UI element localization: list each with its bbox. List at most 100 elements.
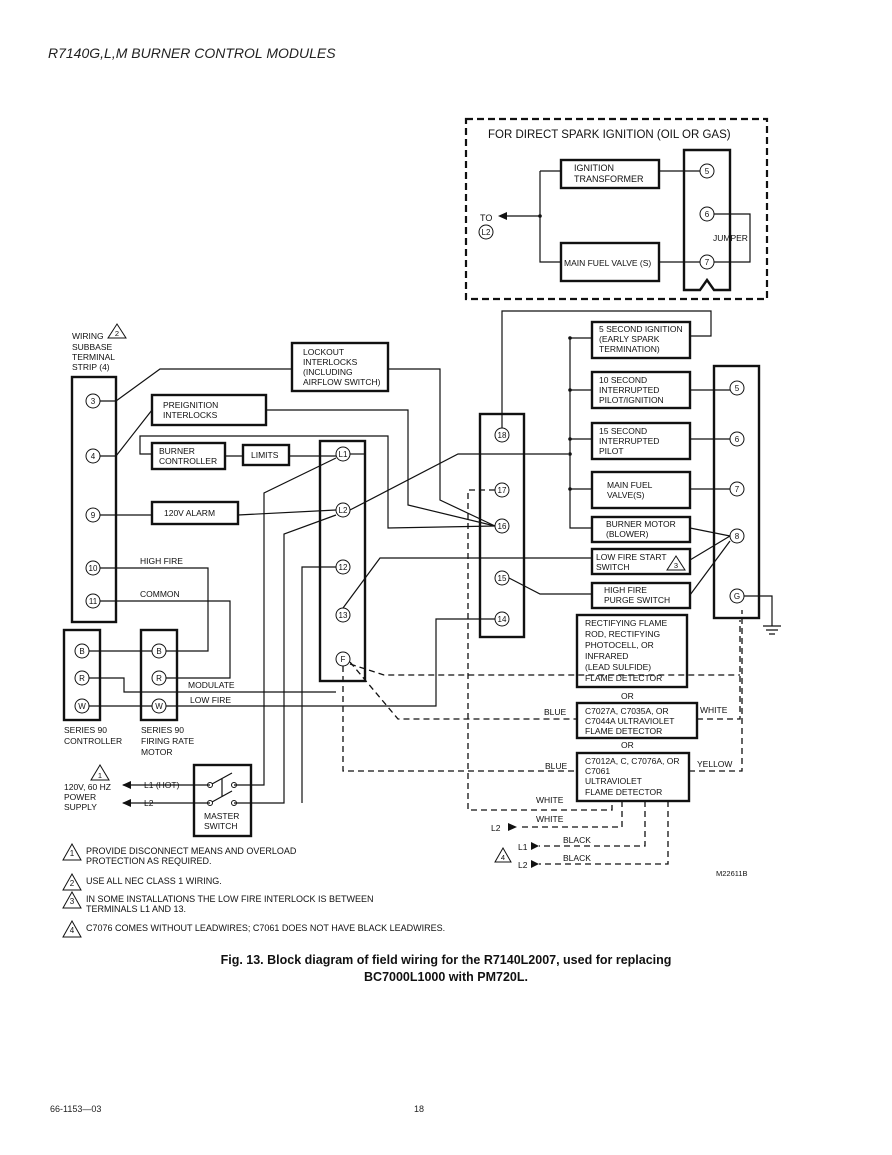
series-90: B R W B R W SERIES 90 CONTROLLER SERIES … <box>62 628 235 757</box>
modulate-label: MODULATE <box>188 680 235 690</box>
svg-text:TERMINATION): TERMINATION) <box>599 344 660 354</box>
mid-terminal-strip: L1 L2 12 13 F <box>318 439 367 683</box>
svg-text:PILOT/IGNITION: PILOT/IGNITION <box>599 395 664 405</box>
mid-term-13: 13 <box>339 611 348 620</box>
svg-text:B: B <box>79 647 84 656</box>
page-header: R7140G,L,M BURNER CONTROL MODULES <box>48 45 336 61</box>
svg-text:B: B <box>156 647 161 656</box>
drawing-id: M22611B <box>716 869 748 878</box>
mid-term-12: 12 <box>339 563 348 572</box>
svg-text:PURGE SWITCH: PURGE SWITCH <box>604 595 670 605</box>
svg-text:(EARLY SPARK: (EARLY SPARK <box>599 334 660 344</box>
left-boxes: LOCKOUT INTERLOCKS (INCLUDING AIRFLOW SW… <box>140 341 390 599</box>
svg-text:SERIES 90: SERIES 90 <box>64 725 107 735</box>
svg-text:FLAME DETECTOR: FLAME DETECTOR <box>585 673 662 683</box>
svg-text:(BLOWER): (BLOWER) <box>606 529 649 539</box>
right-term-6: 6 <box>735 435 740 444</box>
rectifying-detector-box <box>575 613 689 689</box>
spark-ignition-box: FOR DIRECT SPARK IGNITION (OIL OR GAS) I… <box>464 117 769 301</box>
svg-text:ROD, RECTIFYING: ROD, RECTIFYING <box>585 629 660 639</box>
svg-text:MASTER: MASTER <box>204 811 239 821</box>
ignition-transformer-line2: TRANSFORMER <box>574 174 644 184</box>
c7027-detector-box <box>575 701 699 740</box>
mid-term-f: F <box>341 655 346 664</box>
low-fire-wire-label: LOW FIRE <box>190 695 231 705</box>
svg-text:MOTOR: MOTOR <box>141 747 172 757</box>
black-label-1: BLACK <box>563 835 591 845</box>
svg-text:15 SECOND: 15 SECOND <box>599 426 647 436</box>
svg-text:C7012A, C, C7076A, OR: C7012A, C, C7076A, OR <box>585 756 680 766</box>
dashed-wiring <box>342 489 743 865</box>
master-switch-box <box>192 763 253 838</box>
right-term-7: 7 <box>735 485 740 494</box>
svg-text:LIMITS: LIMITS <box>251 450 279 460</box>
ignition-transformer-line1: IGNITION <box>574 163 614 173</box>
det-l2-label-1: L2 <box>491 823 501 833</box>
power-note-ref: 1 <box>98 771 102 780</box>
detector-note-ref: 4 <box>501 853 505 862</box>
spark-l2-label: L2 <box>482 228 491 237</box>
mid-term-l2: L2 <box>339 506 348 515</box>
svg-text:BURNER: BURNER <box>159 446 195 456</box>
svg-text:PILOT: PILOT <box>599 446 624 456</box>
or-label-1: OR <box>621 691 634 701</box>
subbase-label-1: WIRING <box>72 331 104 341</box>
wiring-subbase: WIRING SUBBASE TERMINAL STRIP (4) 2 3 4 … <box>70 323 127 624</box>
blue-label-1: BLUE <box>544 707 567 717</box>
subbase-term-10: 10 <box>89 564 98 573</box>
svg-text:R: R <box>156 674 162 683</box>
white-label-3: WHITE <box>536 814 564 824</box>
svg-text:R: R <box>79 674 85 683</box>
right-term-5: 5 <box>735 384 740 393</box>
or-label-2: OR <box>621 740 634 750</box>
subbase-label-2: SUBBASE <box>72 342 112 352</box>
subbase-term-4: 4 <box>91 452 96 461</box>
svg-text:LOCKOUT: LOCKOUT <box>303 347 344 357</box>
svg-text:SUPPLY: SUPPLY <box>64 802 97 812</box>
figure-caption: Fig. 13. Block diagram of field wiring f… <box>220 953 672 984</box>
center-term-16: 16 <box>498 522 507 531</box>
svg-text:FLAME DETECTOR: FLAME DETECTOR <box>585 726 662 736</box>
svg-text:INTERRUPTED: INTERRUPTED <box>599 385 659 395</box>
svg-text:FIRING RATE: FIRING RATE <box>141 736 195 746</box>
svg-text:INTERLOCKS: INTERLOCKS <box>163 410 218 420</box>
subbase-label-3: TERMINAL <box>72 352 115 362</box>
spark-to-label: TO <box>480 213 492 223</box>
black-label-2: BLACK <box>563 853 591 863</box>
high-fire-label: HIGH FIRE <box>140 556 183 566</box>
subbase-term-9: 9 <box>91 511 96 520</box>
svg-text:C7027A, C7035A, OR: C7027A, C7035A, OR <box>585 706 669 716</box>
flame-detectors: RECTIFYING FLAME ROD, RECTIFYING PHOTOCE… <box>491 613 732 870</box>
svg-text:ULTRAVIOLET: ULTRAVIOLET <box>585 776 642 786</box>
subbase-strip <box>70 375 118 624</box>
subbase-note-ref: 2 <box>115 329 119 338</box>
svg-text:FLAME DETECTOR: FLAME DETECTOR <box>585 787 662 797</box>
svg-text:SWITCH: SWITCH <box>596 562 630 572</box>
center-terminal-strip: 18 17 16 15 14 <box>478 412 526 639</box>
lockout-interlocks-box <box>290 341 390 393</box>
footer-page-number: 18 <box>414 1104 425 1114</box>
svg-text:C7044A ULTRAVIOLET: C7044A ULTRAVIOLET <box>585 716 674 726</box>
svg-text:LOW FIRE START: LOW FIRE START <box>596 552 667 562</box>
svg-text:SERIES 90: SERIES 90 <box>141 725 184 735</box>
svg-text:INFRARED: INFRARED <box>585 651 628 661</box>
svg-text:10 SECOND: 10 SECOND <box>599 375 647 385</box>
svg-text:(INCLUDING: (INCLUDING <box>303 367 353 377</box>
subbase-term-11: 11 <box>89 597 98 606</box>
svg-text:W: W <box>78 702 86 711</box>
center-term-17: 17 <box>498 486 507 495</box>
spark-term-6: 6 <box>705 210 710 219</box>
svg-text:INTERLOCKS: INTERLOCKS <box>303 357 358 367</box>
limits-box <box>241 443 291 467</box>
center-term-15: 15 <box>498 574 507 583</box>
center-term-14: 14 <box>498 615 507 624</box>
svg-text:MAIN FUEL: MAIN FUEL <box>607 480 653 490</box>
det-l1-label: L1 <box>518 842 528 852</box>
svg-text:120V, 60 HZ: 120V, 60 HZ <box>64 782 111 792</box>
svg-text:PREIGNITION: PREIGNITION <box>163 400 218 410</box>
svg-text:(LEAD SULFIDE): (LEAD SULFIDE) <box>585 662 651 672</box>
spark-terminal-strip <box>682 148 732 292</box>
svg-text:5 SECOND IGNITION: 5 SECOND IGNITION <box>599 324 683 334</box>
